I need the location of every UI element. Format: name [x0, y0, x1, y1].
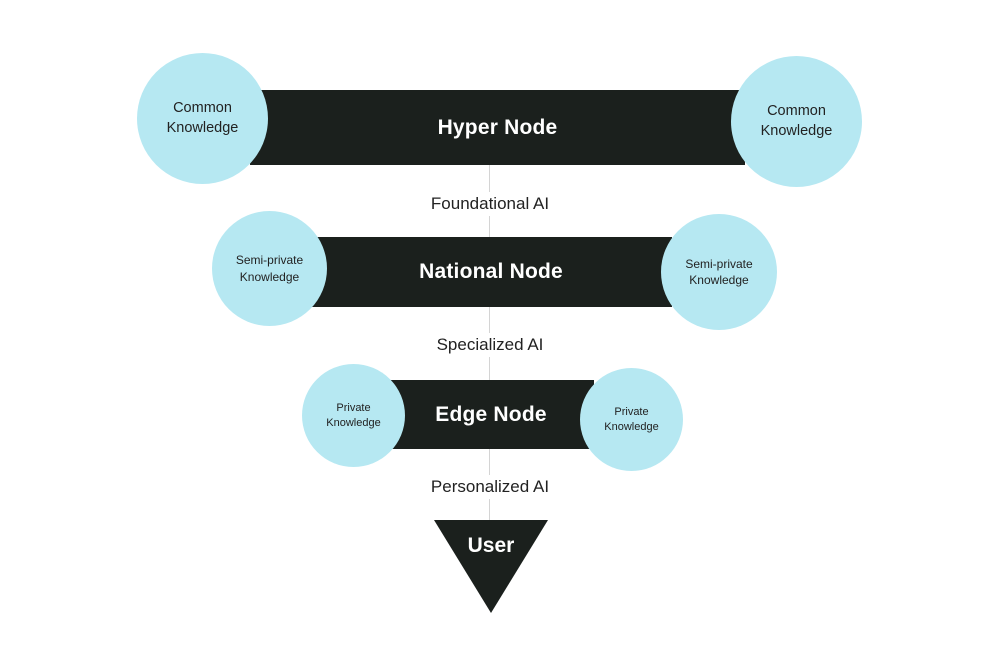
personalized-ai-label: Personalized AI — [390, 475, 590, 499]
knowledge-line-2: Knowledge — [326, 416, 381, 429]
knowledge-line-2: Knowledge — [689, 273, 749, 287]
knowledge-line-2: Knowledge — [760, 122, 833, 139]
hyper-node-bar: Hyper Node — [250, 90, 745, 165]
national-right-knowledge-circle: Semi-private Knowledge — [661, 214, 777, 330]
edge-right-knowledge-circle: Private Knowledge — [580, 368, 683, 471]
knowledge-line-1: Common — [173, 99, 232, 116]
hyper-node-title: Hyper Node — [437, 115, 558, 139]
knowledge-line-2: Knowledge — [604, 420, 659, 433]
national-node-title: National Node — [419, 260, 563, 283]
national-node-bar: National Node — [310, 237, 672, 307]
edge-left-knowledge-circle: Private Knowledge — [302, 364, 405, 467]
user-label: User — [467, 534, 515, 557]
knowledge-line-1: Common — [767, 102, 826, 119]
national-left-knowledge-circle: Semi-private Knowledge — [212, 211, 327, 326]
hyper-right-knowledge-circle: Common Knowledge — [731, 56, 862, 187]
user-triangle — [434, 520, 548, 613]
knowledge-line-1: Private — [614, 405, 649, 418]
knowledge-line-1: Semi-private — [235, 253, 304, 268]
knowledge-line-1: Private — [336, 401, 371, 414]
specialized-ai-label: Specialized AI — [390, 333, 590, 357]
knowledge-line-1: Semi-private — [685, 256, 753, 271]
knowledge-line-2: Knowledge — [166, 119, 239, 136]
edge-node-title: Edge Node — [435, 402, 547, 426]
hyper-left-knowledge-circle: Common Knowledge — [137, 53, 268, 184]
edge-node-bar: Edge Node — [388, 380, 594, 449]
foundational-ai-label: Foundational AI — [390, 192, 590, 216]
knowledge-line-2: Knowledge — [239, 269, 300, 284]
